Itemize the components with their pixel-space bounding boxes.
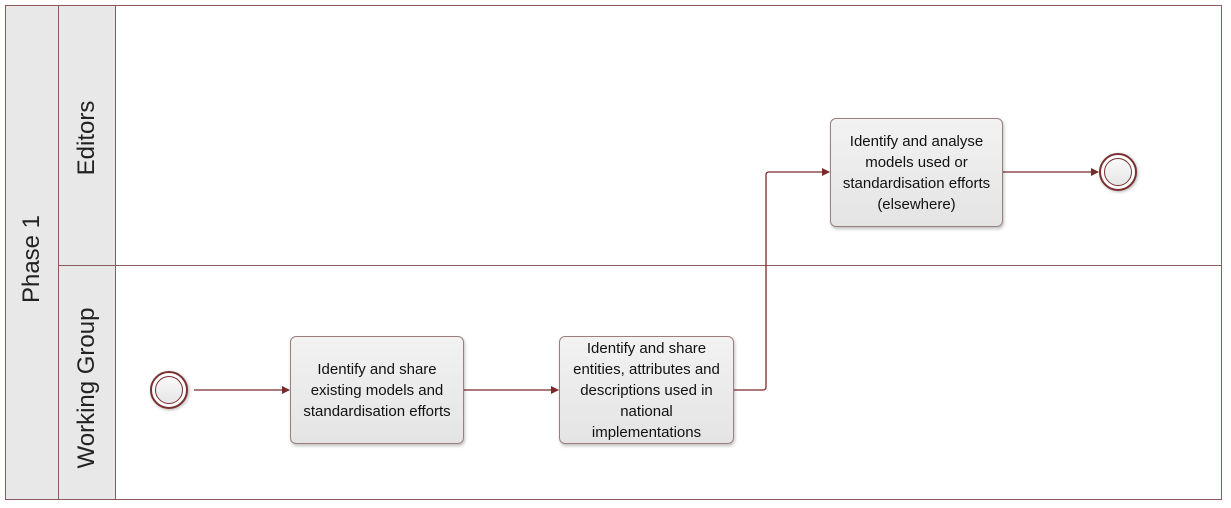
task-share-existing-models[interactable]: Identify and share existing models and s… — [290, 336, 464, 444]
task-label: Identify and share existing models and s… — [303, 360, 451, 420]
flow-share-entities-to-analyse-models — [734, 168, 830, 391]
pool-header: Phase 1 — [6, 6, 59, 499]
lane-header-editors: Editors — [59, 6, 116, 266]
task-label: Identify and share entities, attributes … — [573, 339, 720, 441]
start-event[interactable] — [150, 371, 188, 409]
lane-divider — [59, 265, 1221, 266]
task-label: Identify and analyse models used or stan… — [842, 132, 991, 213]
end-event[interactable] — [1099, 153, 1137, 191]
lane-header-working-group: Working Group — [59, 266, 116, 499]
task-share-entities[interactable]: Identify and share entities, attributes … — [559, 336, 734, 444]
task-analyse-models[interactable]: Identify and analyse models used or stan… — [830, 118, 1003, 227]
